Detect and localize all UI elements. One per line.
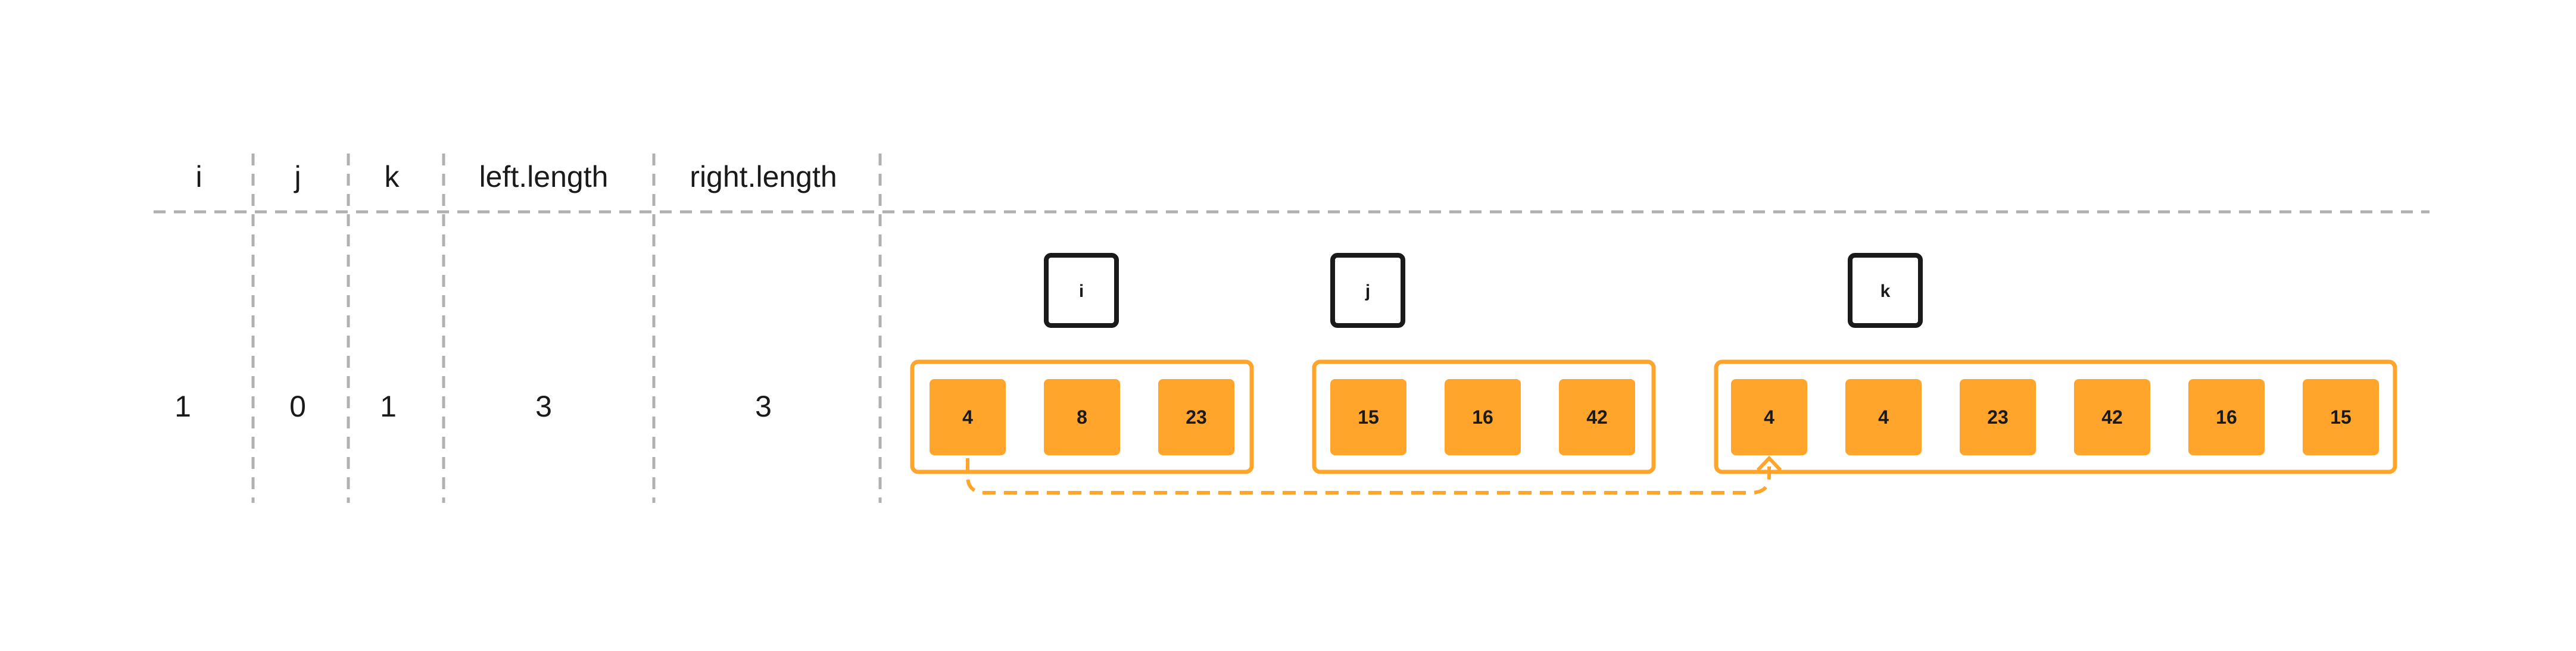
header-left-length: left.length — [479, 160, 609, 193]
result-array-cell: 23 — [1960, 379, 2036, 455]
result-array-cell-value: 16 — [2216, 406, 2237, 428]
left-array-cell: 8 — [1044, 379, 1120, 455]
result-array-cell-value: 23 — [1987, 406, 2009, 428]
right-array-cell: 16 — [1445, 379, 1521, 455]
right-array-cell: 42 — [1559, 379, 1635, 455]
header-k: k — [385, 160, 400, 193]
left-array-group — [910, 359, 1254, 474]
result-array-cell: 4 — [1731, 379, 1807, 455]
pointer-j-label: j — [1365, 281, 1370, 301]
value-j: 0 — [289, 390, 306, 423]
pointer-i-label: i — [1079, 281, 1084, 301]
pointer-k-label: k — [1880, 281, 1891, 301]
value-right-length: 3 — [755, 390, 772, 423]
right-array-cell-value: 42 — [1586, 406, 1608, 428]
left-array-cell-value: 8 — [1077, 406, 1087, 428]
left-array-cell-value: 23 — [1186, 406, 1207, 428]
pointer-k: k — [1848, 253, 1923, 328]
result-array-cell-value: 15 — [2330, 406, 2352, 428]
header-right-length: right.length — [690, 160, 837, 193]
left-array-cell: 23 — [1158, 379, 1234, 455]
result-array-cell-value: 4 — [1878, 406, 1889, 428]
copy-arrow — [966, 458, 1771, 494]
value-k: 1 — [380, 390, 397, 423]
result-array-group — [1714, 359, 2397, 474]
result-array-cell-value: 42 — [2101, 406, 2123, 428]
header-j: j — [293, 160, 301, 193]
result-array-cell: 4 — [1845, 379, 1922, 455]
header-i: i — [195, 160, 202, 193]
result-array-cell-value: 4 — [1764, 406, 1774, 428]
right-array-group — [1312, 359, 1656, 474]
result-array-cell: 42 — [2074, 379, 2150, 455]
right-array-cell: 15 — [1330, 379, 1406, 455]
pointer-j: j — [1330, 253, 1405, 328]
result-array-cell: 15 — [2303, 379, 2379, 455]
left-array-cell: 4 — [930, 379, 1006, 455]
result-array-cell: 16 — [2188, 379, 2265, 455]
right-array-cell-value: 16 — [1472, 406, 1493, 428]
value-left-length: 3 — [535, 390, 552, 423]
left-array-cell-value: 4 — [962, 406, 973, 428]
right-array-cell-value: 15 — [1358, 406, 1379, 428]
pointer-i: i — [1044, 253, 1119, 328]
value-i: 1 — [174, 390, 191, 423]
arrow-head-icon — [1756, 455, 1782, 472]
